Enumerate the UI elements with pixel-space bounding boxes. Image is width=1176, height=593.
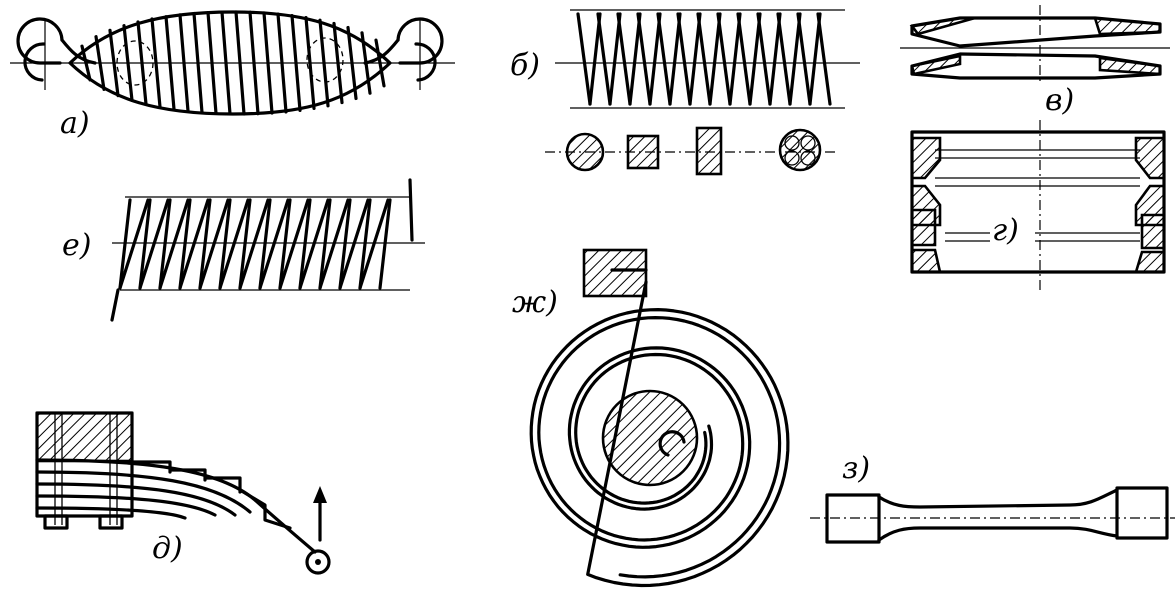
coil-stroke [338, 198, 370, 290]
coil-stroke [378, 198, 392, 290]
coil-stroke [808, 12, 822, 106]
coil-stroke [374, 38, 386, 88]
coil-stroke [318, 18, 330, 108]
leaf-clamp-block [35, 411, 134, 463]
coil-stroke [234, 10, 246, 116]
coil-stroke [178, 198, 192, 290]
spiral-arbor [601, 389, 699, 487]
coil-stroke [696, 12, 712, 106]
spring-z-torsion-bar: з) [810, 451, 1175, 544]
spiral-coil [529, 280, 790, 588]
label-zh: ж) [512, 285, 558, 320]
coil-stroke [290, 13, 302, 113]
coil-stroke [768, 12, 782, 106]
coil-stroke [756, 12, 772, 106]
coil-stroke [238, 198, 252, 290]
coil-stroke [298, 198, 330, 290]
label-g: г) [992, 213, 1019, 248]
coil-stroke [118, 198, 132, 290]
coil-stroke [150, 17, 162, 109]
spiral-coil-inner [537, 316, 782, 579]
coil-stroke [616, 12, 632, 106]
spring-zh-spiral: ж) [512, 248, 790, 588]
coil-stroke [276, 12, 288, 114]
coil-stroke [178, 198, 210, 290]
coil-stroke [648, 12, 662, 106]
label-b: б) [510, 48, 540, 83]
coil-stroke [118, 198, 150, 290]
spiral-anchor-block [582, 248, 648, 298]
label-v: в) [1045, 83, 1074, 118]
coil-stroke [122, 24, 134, 102]
coil-stroke [596, 12, 612, 106]
coil-stroke [636, 12, 652, 106]
coil-stroke [776, 12, 792, 106]
spring-e-torsion: е) [62, 178, 425, 322]
coil-stroke [796, 12, 812, 106]
coil-stroke [358, 198, 372, 290]
coil-stroke [338, 198, 352, 290]
coil-stroke [278, 198, 310, 290]
coil-stroke [346, 25, 358, 101]
coil-stroke [788, 12, 802, 106]
label-d: д) [152, 531, 183, 566]
coil-stroke [258, 198, 290, 290]
coil-stroke [708, 12, 722, 106]
spring-a-barrel: а) [10, 10, 455, 141]
coil-stroke [736, 12, 752, 106]
coil-stroke [628, 12, 642, 106]
coil-stroke [608, 12, 622, 106]
coil-stroke [716, 12, 732, 106]
coil-stroke [318, 198, 350, 290]
coil-stroke [178, 13, 190, 113]
coil-stroke [816, 12, 832, 106]
spring-d-leaf: д) [35, 411, 331, 575]
coil-stroke [158, 198, 190, 290]
coil-stroke [576, 12, 592, 106]
coil-stroke [668, 12, 682, 106]
coil-stroke [262, 11, 274, 115]
coil-stroke [198, 198, 212, 290]
section-square [626, 134, 660, 170]
spring-b-compression: б) [510, 9, 860, 176]
coil-stroke [748, 12, 762, 106]
coil-stroke [318, 198, 332, 290]
coil-stroke [278, 198, 292, 290]
coil-stroke [656, 12, 672, 106]
coil-stroke [332, 21, 344, 105]
label-a: а) [60, 106, 90, 141]
coil-stroke [728, 12, 742, 106]
coil-stroke [108, 28, 120, 98]
section-stranded [778, 128, 822, 172]
coil-stroke [80, 44, 92, 82]
coil-stroke [358, 198, 390, 290]
coil-stroke [192, 11, 204, 115]
coil-stroke [218, 198, 250, 290]
coil-stroke [298, 198, 312, 290]
coil-stroke [588, 12, 602, 106]
label-z: з) [842, 451, 870, 486]
coil-stroke [206, 11, 218, 115]
coil-stroke [158, 198, 172, 290]
coil-stroke [220, 10, 232, 116]
label-e: е) [62, 228, 91, 263]
coil-stroke [688, 12, 702, 106]
coil-stroke [138, 198, 170, 290]
coil-stroke [198, 198, 230, 290]
coil-stroke [138, 198, 152, 290]
coil-stroke [238, 198, 270, 290]
coil-stroke [136, 20, 148, 106]
section-round [565, 132, 605, 172]
coil-stroke [248, 10, 260, 116]
coil-stroke [94, 35, 106, 91]
coil-stroke [676, 12, 692, 106]
coil-stroke [218, 198, 232, 290]
spring-g-ring-stack: г) [910, 120, 1166, 290]
coil-stroke [258, 198, 272, 290]
coil-stroke [164, 15, 176, 111]
spring-v-ring: в) [900, 5, 1170, 118]
section-rect [695, 126, 723, 176]
coil-stroke [304, 16, 316, 110]
